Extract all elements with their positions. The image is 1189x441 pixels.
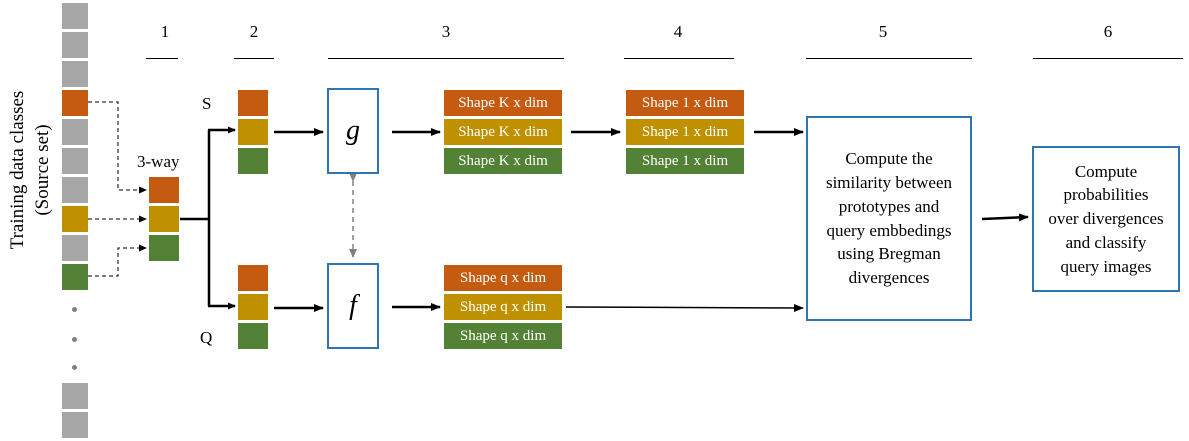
source-class-cell: [62, 235, 88, 261]
prototype-shape-3: Shape 1 x dim: [626, 148, 744, 174]
support-set-letter: S: [202, 94, 212, 113]
support-class-1: [238, 90, 268, 116]
support-shape-1: Shape K x dim: [444, 90, 562, 116]
ellipsis-dot: [72, 365, 77, 370]
support-shape-3: Shape K x dim: [444, 148, 562, 174]
source-class-cell-selected-3: [62, 264, 88, 290]
source-class-cell: [62, 61, 88, 87]
step-label-5: 5: [878, 22, 888, 41]
prototype-shape-1: Shape 1 x dim: [626, 90, 744, 116]
sample-arrow-class-3: [88, 244, 147, 277]
way-label: 3-way: [137, 152, 180, 171]
query-class-3: [238, 323, 268, 349]
query-shape-1: Shape q x dim: [444, 265, 562, 291]
step-label-3: 3: [441, 22, 451, 41]
support-shape-2: Shape K x dim: [444, 119, 562, 145]
step-rule-4: [624, 58, 734, 59]
sampled-class-1: [149, 177, 179, 203]
step-rule-5: [806, 58, 972, 59]
step-label-6: 6: [1103, 22, 1113, 41]
source-set-label-line2: (Source set): [32, 124, 53, 216]
source-class-cell: [62, 412, 88, 438]
step-label-1: 1: [160, 22, 170, 41]
sampled-class-2: [149, 206, 179, 232]
embedding-f-symbol: f: [349, 290, 357, 321]
source-class-cell: [62, 148, 88, 174]
prototype-shape-2: Shape 1 x dim: [626, 119, 744, 145]
source-class-cell: [62, 3, 88, 29]
embedding-network-g: g: [327, 88, 379, 174]
arrow-query-to-similarity: [565, 303, 804, 312]
embedding-network-f: f: [327, 263, 379, 349]
classify-box-text: Compute probabilities over divergences a…: [1048, 161, 1164, 276]
classify-box: Compute probabilities over divergences a…: [1032, 146, 1180, 292]
source-class-cell: [62, 119, 88, 145]
support-class-3: [238, 148, 268, 174]
query-class-1: [238, 265, 268, 291]
source-class-cell-selected-1: [62, 90, 88, 116]
step-rule-2: [234, 58, 274, 59]
source-class-cell: [62, 177, 88, 203]
source-set-label: Training data classes (Source set): [5, 20, 55, 320]
source-class-cell: [62, 32, 88, 58]
similarity-box-text: Compute the similarity between prototype…: [825, 149, 953, 288]
support-class-2: [238, 119, 268, 145]
step-label-2: 2: [249, 22, 259, 41]
source-class-cell-selected-2: [62, 206, 88, 232]
step-rule-3: [328, 58, 564, 59]
source-set-label-line1: Training data classes: [7, 90, 28, 250]
query-shape-2: Shape q x dim: [444, 294, 562, 320]
step-rule-6: [1033, 58, 1183, 59]
source-class-cell: [62, 383, 88, 409]
sampled-class-3: [149, 235, 179, 261]
ellipsis-dot: [72, 307, 77, 312]
query-set-letter: Q: [200, 328, 213, 347]
embedding-g-symbol: g: [346, 115, 360, 146]
query-class-2: [238, 294, 268, 320]
similarity-box: Compute the similarity between prototype…: [806, 116, 972, 321]
split-line: [180, 130, 211, 306]
query-shape-3: Shape q x dim: [444, 323, 562, 349]
sample-arrow-class-1: [88, 101, 147, 194]
step-rule-1: [146, 58, 178, 59]
ellipsis-dot: [72, 337, 77, 342]
step-label-4: 4: [673, 22, 683, 41]
arrow-similarity-to-classify: [981, 213, 1029, 222]
